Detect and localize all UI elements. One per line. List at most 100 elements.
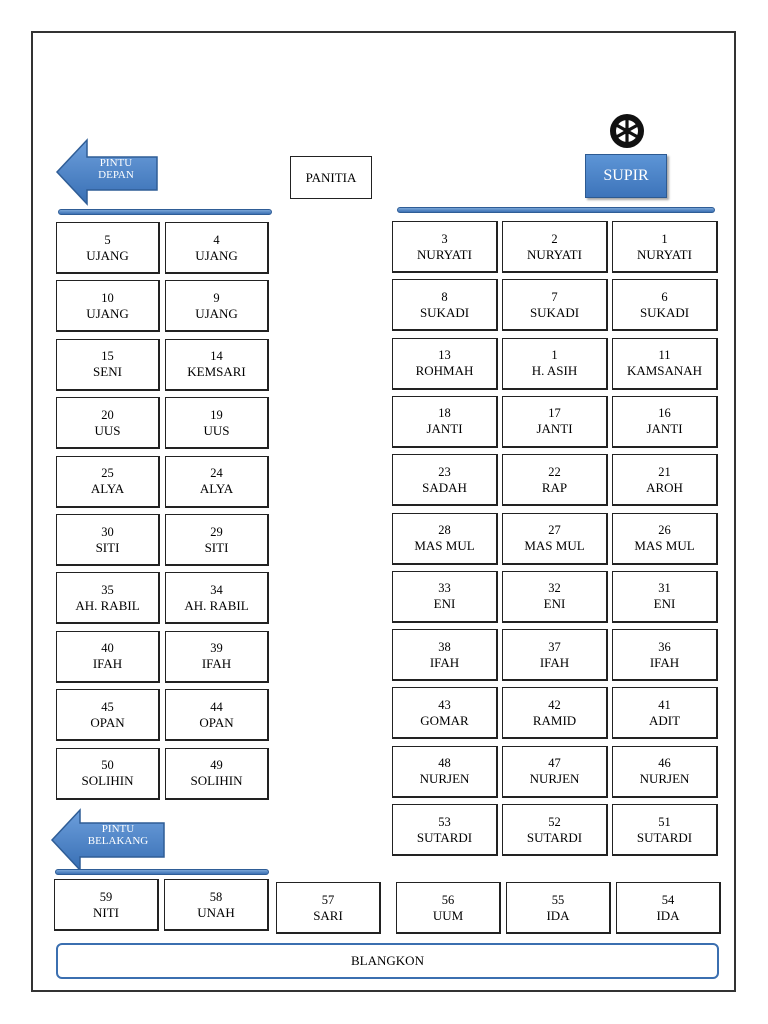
seat-number: 46 (658, 756, 671, 771)
seat-passenger-name: UUM (432, 907, 464, 923)
seat-number: 13 (438, 348, 451, 363)
seat-number: 56 (441, 892, 455, 907)
seat-number: 7 (551, 289, 558, 304)
seat-number: 52 (548, 814, 561, 829)
seat-number: 45 (101, 699, 114, 714)
seat-passenger-name: UUS (203, 422, 230, 438)
seat-passenger-name: KEMSARI (187, 364, 246, 380)
seat-passenger-name: GOMAR (420, 712, 469, 728)
seat-number: 29 (210, 524, 223, 539)
seat-passenger-name: UJANG (86, 305, 129, 321)
seat-number: 41 (658, 697, 671, 712)
seat-number: 40 (101, 641, 114, 656)
seat-number: 38 (438, 639, 451, 654)
seat-passenger-name: ENI (433, 596, 456, 612)
seat-number: 6 (661, 289, 668, 304)
right-front-rail (397, 207, 715, 213)
seat-number: 9 (213, 290, 220, 305)
seat-number: 53 (438, 814, 451, 829)
seat-number: 2 (551, 231, 558, 246)
seat-passenger-name: SOLIHIN (190, 773, 243, 789)
seat-passenger-name: SITI (204, 539, 229, 555)
seat-number: 15 (101, 349, 114, 364)
seat-number: 10 (101, 290, 114, 305)
seat-number: 32 (548, 581, 561, 596)
seat-number: 47 (548, 756, 561, 771)
seat-number: 4 (213, 232, 220, 247)
seat-passenger-name: RAP (541, 479, 568, 495)
seat-number: 14 (210, 349, 223, 364)
seat-number: 1 (661, 231, 668, 246)
seat-passenger-name: IFAH (92, 656, 123, 672)
seat-number: 8 (441, 289, 448, 304)
seat-passenger-name: RAMID (532, 712, 577, 728)
seat-passenger-name: SARI (313, 907, 343, 923)
seat-number: 54 (661, 892, 675, 907)
seat-number: 23 (438, 464, 451, 479)
seat-passenger-name: NITI (93, 904, 119, 920)
seat-passenger-name: ALYA (199, 481, 234, 497)
seat-number: 55 (551, 892, 565, 907)
seat-passenger-name: IFAH (201, 656, 232, 672)
panitia-box: PANITIA (290, 156, 372, 199)
seat-number: 48 (438, 756, 451, 771)
seat-passenger-name: OPAN (199, 714, 234, 730)
front-door-label: PINTU DEPAN (98, 157, 134, 181)
seat-passenger-name: AH. RABIL (75, 597, 140, 613)
seat-number: 37 (548, 639, 561, 654)
seat-number: 39 (210, 641, 223, 656)
seat-passenger-name: NURJEN (529, 771, 580, 787)
front-door-arrow-icon (55, 137, 159, 207)
seat-number: 49 (210, 758, 223, 773)
seat-passenger-name: ADIT (648, 712, 681, 728)
seat-passenger-name: OPAN (90, 714, 125, 730)
seat-passenger-name: ENI (543, 596, 566, 612)
seat-number: 21 (658, 464, 671, 479)
seat-passenger-name: NURJEN (639, 771, 690, 787)
seat-passenger-name: AROH (646, 479, 683, 495)
seat-passenger-name: JANTI (426, 421, 463, 437)
seat-passenger-name: MAS MUL (634, 538, 695, 553)
seat-number: 18 (438, 406, 451, 421)
seat-passenger-name: AH. RABIL (184, 597, 249, 613)
seat-passenger-name: UNAH (197, 904, 235, 920)
seat-passenger-name: IDA (546, 907, 570, 923)
seat-number: 35 (101, 582, 114, 597)
seat-passenger-name: MAS MUL (524, 538, 585, 553)
seat-number: 51 (658, 814, 671, 829)
seat-passenger-name: ENI (653, 596, 676, 612)
seat-number: 22 (548, 464, 561, 479)
